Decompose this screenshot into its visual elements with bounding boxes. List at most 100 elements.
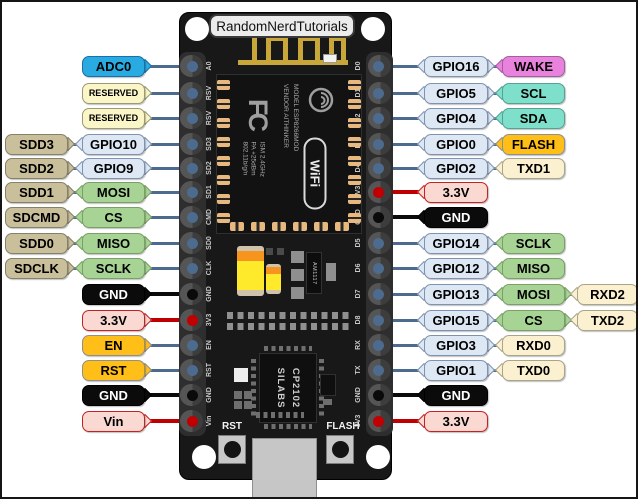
wire-terminal-right: [373, 60, 384, 72]
wire-terminal-right: [373, 87, 384, 99]
regulator-label: AM1117: [311, 261, 317, 285]
flash-button-cap: [331, 441, 349, 458]
label-gpio14: GPIO14: [424, 232, 488, 254]
label-sdd2: SDD2: [5, 157, 68, 179]
label-wake: WAKE: [502, 55, 565, 77]
label-rxd0: RXD0: [502, 334, 565, 356]
label-sclk: SCLK: [502, 232, 565, 254]
castellation-pad: [217, 80, 230, 90]
pin-name-left: SD1: [206, 185, 213, 199]
castellation-pad: [348, 213, 361, 223]
chip-pins: [251, 359, 256, 419]
wire-left: [145, 292, 193, 296]
solder-pad: [291, 287, 304, 299]
castellation-pad: [217, 118, 230, 128]
wire-left: [145, 393, 193, 397]
wire-left: [145, 116, 193, 120]
antenna-trace: [252, 36, 257, 62]
label-rst: RST: [82, 359, 145, 381]
wire-terminal-left: [187, 314, 198, 326]
label-gpio12: GPIO12: [424, 257, 488, 279]
wire-terminal-right: [373, 138, 384, 150]
antenna-trace: [298, 36, 320, 60]
wire-terminal-right: [373, 288, 384, 300]
wire-right: [379, 241, 424, 245]
wire-left: [145, 166, 193, 170]
label-reserved: RESERVED: [82, 82, 145, 104]
solder-pad: [244, 401, 252, 409]
label-txd0: TXD0: [502, 359, 565, 381]
solder-pad: [291, 251, 304, 263]
wire-terminal-left: [187, 288, 198, 300]
pin-name-right: GND: [355, 387, 362, 403]
solder-pad: [323, 399, 332, 405]
wire-left: [145, 91, 193, 95]
wire-terminal-right: [373, 211, 384, 223]
label-gnd: GND: [424, 206, 488, 228]
label-gnd: GND: [82, 384, 145, 406]
castellation-pad: [348, 80, 361, 90]
label-flash: FLASH: [502, 133, 565, 155]
solder-pad: [234, 401, 242, 409]
castellation-pad: [217, 99, 230, 109]
module-radio-line: 802.11b/g/n: [241, 141, 249, 176]
solder-pad: [291, 269, 304, 281]
label-cs: CS: [82, 206, 145, 228]
label-en: EN: [82, 334, 145, 356]
pin-name-right: D7: [355, 289, 362, 299]
mounting-hole-bottom-left: [192, 445, 216, 469]
label-mosi: MOSI: [502, 283, 565, 305]
wire-right: [379, 419, 424, 423]
capacitor-large: [237, 246, 264, 296]
pin-name-left: GND: [206, 286, 213, 302]
chip-pins: [264, 424, 312, 429]
castellation-pad: [348, 118, 361, 128]
pin-name-left: CLK: [206, 260, 213, 276]
chip-label-line: SILABS: [275, 367, 286, 409]
wire-left: [145, 64, 193, 68]
label-3.3v: 3.3V: [424, 181, 488, 203]
wire-terminal-left: [187, 112, 198, 124]
pin-name-right: D6: [355, 263, 362, 273]
label-sclk: SCLK: [82, 257, 145, 279]
rst-button: [218, 435, 246, 464]
rst-button-label: RST: [222, 421, 242, 432]
module-info-line: VENDOR AITHINKER: [282, 84, 289, 148]
castellation-pad: [230, 222, 244, 231]
wire-terminal-right: [373, 186, 384, 198]
castellation-pad: [217, 194, 230, 204]
wire-terminal-left: [187, 237, 198, 249]
label-sdclk: SDCLK: [5, 257, 68, 279]
wire-terminal-right: [373, 112, 384, 124]
wire-terminal-left: [187, 162, 198, 174]
antenna-trace: [266, 36, 288, 60]
label-miso: MISO: [82, 232, 145, 254]
pin-name-left: RSV: [206, 85, 213, 101]
wire-terminal-left: [187, 262, 198, 274]
label-sdcmd: SDCMD: [5, 206, 68, 228]
usb-uart-chip: [259, 353, 317, 423]
wire-terminal-left: [187, 60, 198, 72]
label-miso: MISO: [502, 257, 565, 279]
mounting-hole-top-right: [361, 17, 385, 41]
label-rxd2: RXD2: [577, 283, 636, 305]
castellation-pad: [217, 175, 230, 185]
castellation-pad: [293, 222, 307, 231]
wire-right: [379, 215, 424, 219]
castellation-pad: [314, 222, 328, 231]
wire-right: [379, 166, 424, 170]
label-gpio4: GPIO4: [424, 107, 488, 129]
label-3.3v: 3.3V: [82, 309, 145, 331]
castellation-pad: [348, 156, 361, 166]
label-gpio15: GPIO15: [424, 309, 488, 331]
pin-name-left: GND: [206, 387, 213, 403]
module-radio-text: ISM 2.4GHz PA +25dBm 802.11b/g/n: [239, 142, 266, 218]
label-sdd1: SDD1: [5, 181, 68, 203]
castellation-pad: [348, 194, 361, 204]
module-radio-line: PA +25dBm: [250, 141, 257, 176]
wire-left: [145, 368, 193, 372]
module-info-text: MODEL ESP8266MOD VENDOR AITHINKER: [278, 84, 300, 220]
smd-component: [320, 374, 336, 396]
wire-terminal-left: [187, 87, 198, 99]
wire-terminal-right: [373, 389, 384, 401]
